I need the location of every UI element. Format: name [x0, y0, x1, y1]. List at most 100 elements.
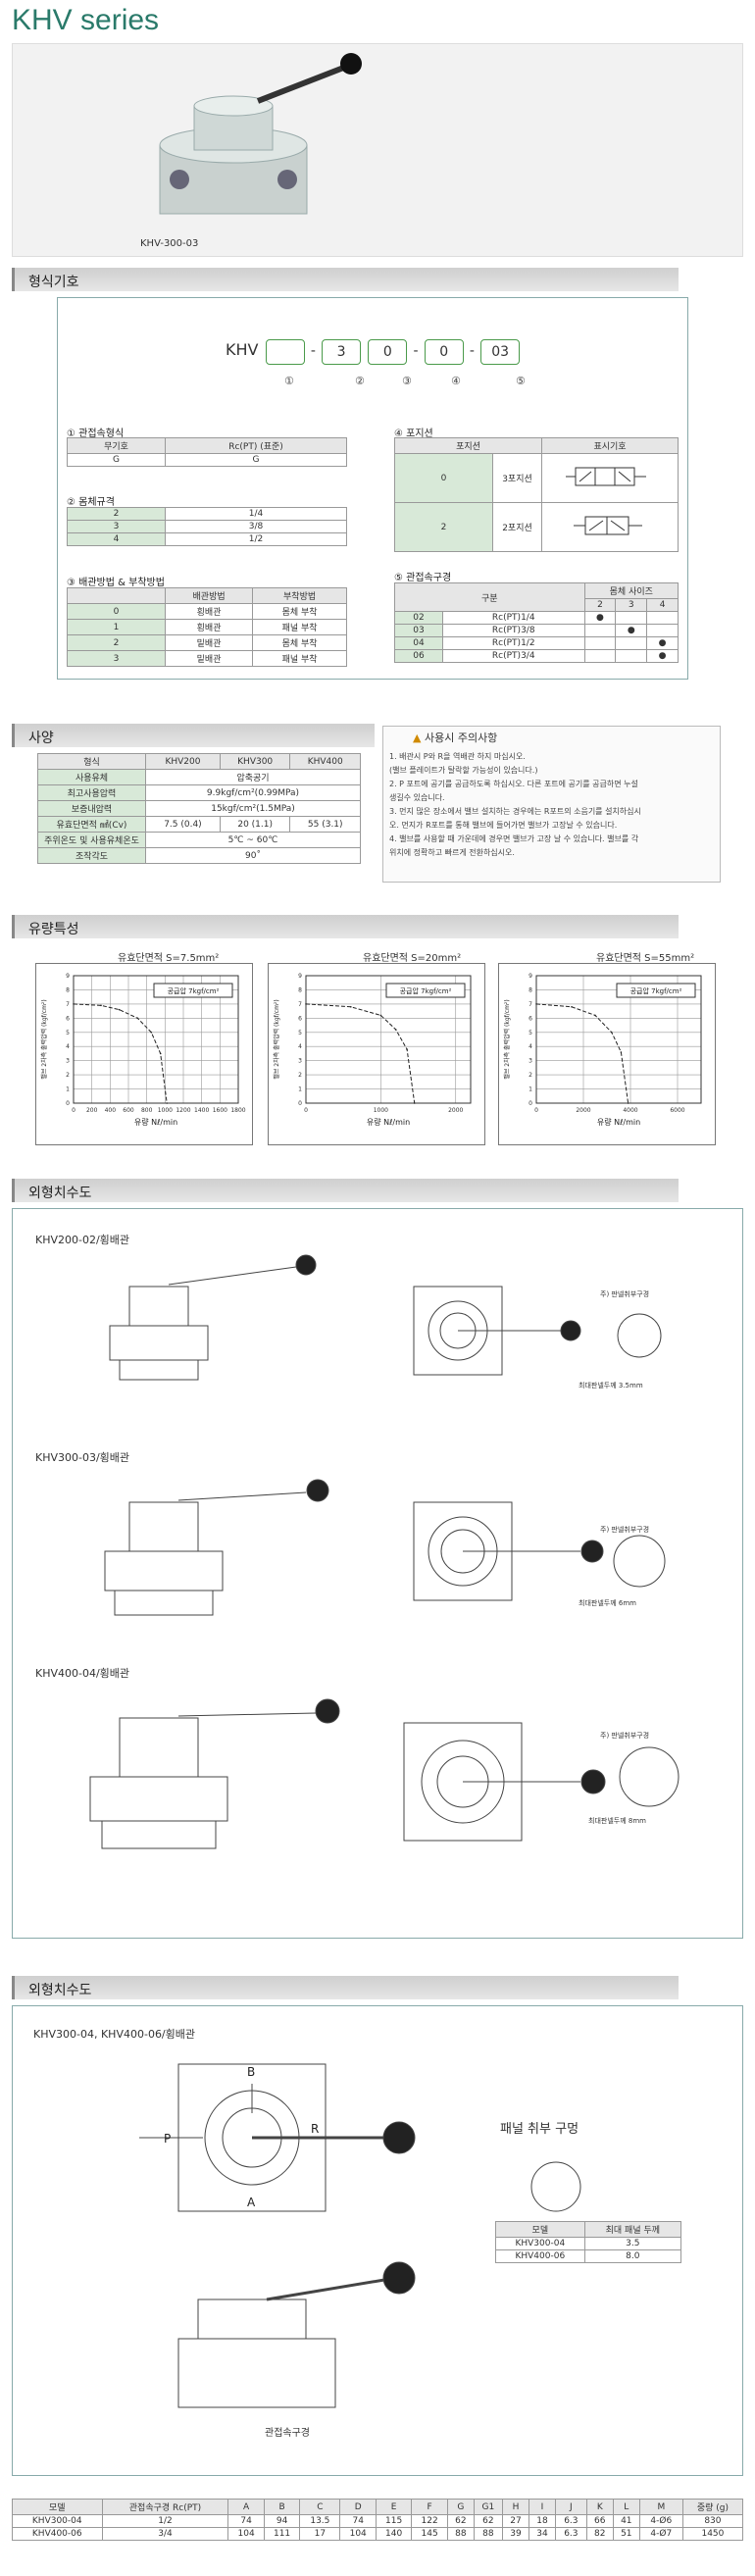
- caution-line: 4. 밸브를 사용할 때 가운데에 경우면 밸브가 고장 날 수 있습니다. 밸…: [389, 834, 639, 843]
- circle-2: ②: [355, 375, 365, 387]
- data-point: [413, 1102, 416, 1104]
- t4-title: ④ 포지션: [394, 429, 433, 439]
- x-tick-label: 0: [304, 1107, 308, 1114]
- data-point: [594, 1014, 596, 1017]
- y-tick-label: 4: [298, 1043, 302, 1050]
- x-tick-label: 1000: [374, 1107, 388, 1114]
- data-point: [305, 1003, 307, 1005]
- y-tick-label: 8: [528, 986, 532, 993]
- chart-title-1: 유효단면적 S=7.5mm²: [118, 953, 220, 964]
- dim2-drawings: P R B A: [139, 2063, 581, 2408]
- dim1-label-1: KHV200-02/횡배관: [35, 1234, 130, 1246]
- y-tick-label: 6: [528, 1015, 532, 1022]
- annotation-box: [385, 983, 466, 998]
- x-tick-label: 2000: [576, 1107, 590, 1114]
- x-axis-label: 유량 Nℓ/min: [597, 1117, 640, 1127]
- x-tick-label: 400: [105, 1107, 117, 1114]
- y-tick-label: 8: [66, 986, 70, 993]
- y-tick-label: 6: [298, 1015, 302, 1022]
- svg-text:주) 판넬취부구경: 주) 판넬취부구경: [600, 1525, 649, 1534]
- y-tick-label: 1: [298, 1086, 302, 1093]
- data-point: [73, 1003, 75, 1005]
- data-point: [406, 1048, 408, 1050]
- x-tick-label: 1800: [230, 1107, 245, 1114]
- valve-symbol-3pos-icon: [566, 467, 646, 486]
- series-line: [305, 1003, 416, 1104]
- data-point: [150, 1031, 153, 1034]
- data-point: [166, 1102, 168, 1104]
- x-tick-label: 200: [86, 1107, 98, 1114]
- dim2-label: KHV300-04, KHV400-06/횡배관: [33, 2028, 196, 2041]
- model-frame: [57, 297, 688, 680]
- dim2-frame: [12, 2005, 743, 2476]
- plot-frame: [305, 975, 472, 1104]
- plot-frame: [535, 975, 702, 1104]
- dim-note: 주) 판넬취부구경: [600, 1289, 649, 1298]
- x-tick-label: 1400: [194, 1107, 209, 1114]
- y-tick-label: 9: [528, 973, 532, 980]
- y-tick-label: 6: [66, 1015, 70, 1022]
- section-header-spec: 사양: [12, 724, 375, 747]
- x-axis-label: 유량 Nℓ/min: [367, 1117, 410, 1127]
- data-point: [379, 1014, 382, 1017]
- y-tick-label: 2: [66, 1072, 70, 1079]
- panel-hole-title: 패널 취부 구멍: [500, 2122, 579, 2137]
- y-tick-label: 2: [528, 1072, 532, 1079]
- x-axis-label: 유량 Nℓ/min: [134, 1117, 177, 1127]
- data-point: [136, 1017, 139, 1020]
- y-tick-label: 2: [298, 1072, 302, 1079]
- y-tick-label: 8: [298, 986, 302, 993]
- dim1-note-3: 최대판넬두께 8mm: [588, 1817, 646, 1825]
- dim1-frame: [12, 1208, 743, 1939]
- y-tick-label: 3: [298, 1058, 302, 1065]
- data-point: [620, 1051, 623, 1053]
- data-point: [159, 1052, 162, 1055]
- caution-line: 생길수 있습니다.: [389, 793, 445, 802]
- plot-frame: [73, 975, 239, 1104]
- dim1-note-1: 최대판넬두께 3.5mm: [579, 1382, 643, 1389]
- t3-title: ③ 배관방법 & 부착방법: [67, 578, 165, 588]
- data-point: [100, 1004, 102, 1007]
- dim1-drawings: 주) 판넬취부구경 주) 판넬취부구경 주) 판넬취부구경: [89, 1254, 680, 1849]
- y-tick-label: 7: [66, 1001, 70, 1008]
- caution-line: 오. 먼지가 R포트를 통해 밸브에 들어가면 밸브가 고장날 수 있습니다.: [389, 821, 618, 830]
- y-tick-label: 5: [298, 1030, 302, 1036]
- chart-title-2: 유효단면적 S=20mm²: [363, 953, 462, 964]
- y-tick-label: 7: [298, 1001, 302, 1008]
- y-axis-label: 밸브 2차측 출력압력 (kgf/cm²): [503, 999, 511, 1079]
- annotation-label: 공급압 7kgf/cm²: [400, 987, 452, 995]
- x-tick-label: 1600: [213, 1107, 227, 1114]
- x-tick-label: 0: [72, 1107, 76, 1114]
- caution-line: 1. 배관시 P와 R을 역배관 하지 마십시오.: [389, 752, 526, 761]
- x-tick-label: 0: [534, 1107, 538, 1114]
- t1-title: ① 관접속형식: [67, 429, 125, 439]
- svg-text:B: B: [247, 2065, 255, 2079]
- warning-icon: ▲: [413, 732, 422, 744]
- t5-title: ⑤ 관접속구경: [394, 573, 452, 583]
- data-point: [611, 1031, 613, 1034]
- caution-line: 3. 먼지 많은 장소에서 밸브 설치하는 경우에는 R포트의 소음기를 설치하…: [389, 807, 641, 816]
- y-tick-label: 5: [66, 1030, 70, 1036]
- y-tick-label: 4: [528, 1043, 532, 1050]
- y-tick-label: 3: [528, 1058, 532, 1065]
- dim1-label-2: KHV300-03/횡배관: [35, 1451, 130, 1464]
- caution-line: (밸브 플레이트가 탈락할 가능성이 있습니다.): [389, 766, 538, 775]
- x-tick-label: 4000: [623, 1107, 637, 1114]
- model-code: KHV - 3 0 - 0 - 03: [226, 339, 539, 365]
- caution-header: ▲ 사용시 주의사항: [413, 732, 498, 744]
- annotation-box: [616, 983, 696, 998]
- y-tick-label: 4: [66, 1043, 70, 1050]
